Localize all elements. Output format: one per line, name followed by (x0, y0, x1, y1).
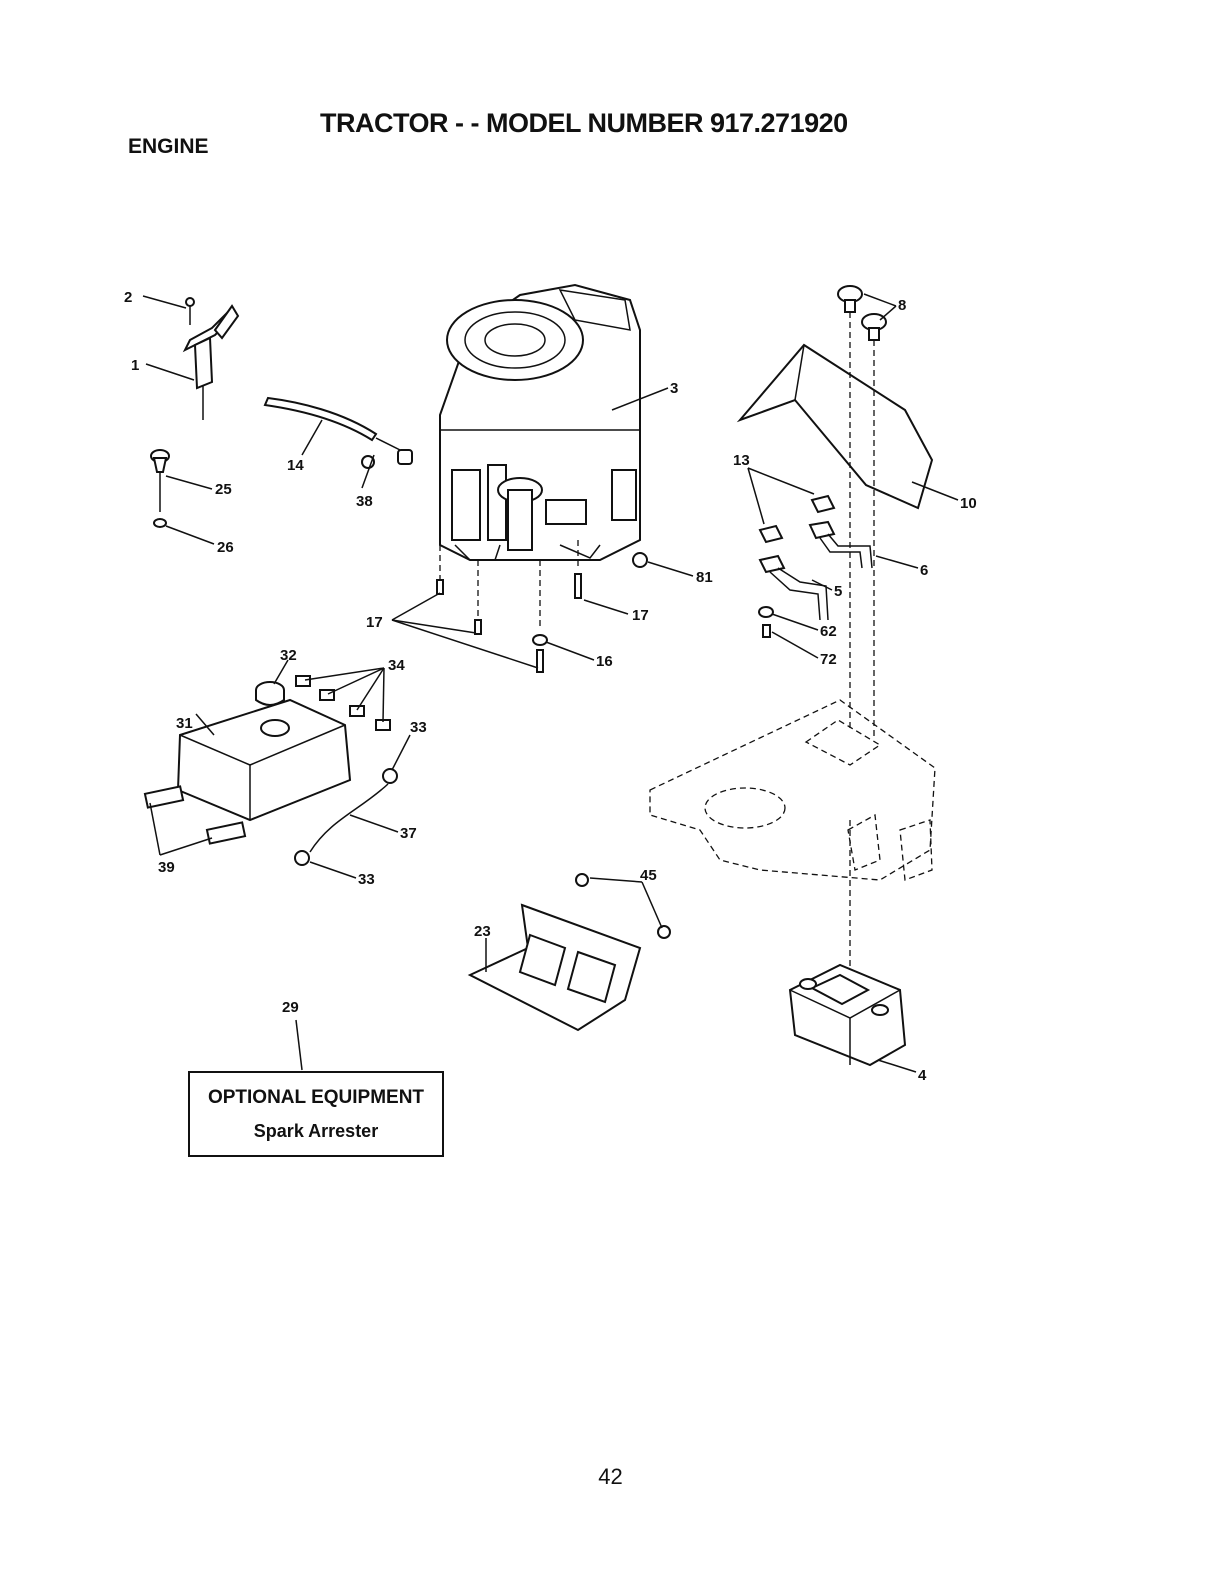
callout-37: 37 (400, 825, 417, 842)
callout-33-top: 33 (410, 719, 427, 736)
callout-5: 5 (834, 583, 842, 600)
callout-29: 29 (282, 999, 299, 1016)
callout-16: 16 (596, 653, 613, 670)
optional-equipment-box: OPTIONAL EQUIPMENT Spark Arrester (188, 1071, 444, 1157)
throttle-bracket (185, 298, 238, 420)
tractor-frame (650, 700, 935, 880)
callout-1: 1 (131, 357, 139, 374)
callout-14: 14 (287, 457, 304, 474)
callout-8: 8 (898, 297, 906, 314)
engine-bolt (151, 450, 169, 527)
callout-10: 10 (960, 495, 977, 512)
optional-equipment-item: Spark Arrester (190, 1121, 442, 1142)
air-filter-housing (145, 676, 390, 844)
callout-39: 39 (158, 859, 175, 876)
callout-33-bottom: 33 (358, 871, 375, 888)
engine-assembly (440, 285, 640, 560)
callout-23: 23 (474, 923, 491, 940)
callout-81: 81 (696, 569, 713, 586)
callout-4: 4 (918, 1067, 927, 1084)
callout-13: 13 (733, 452, 750, 469)
callout-2: 2 (124, 289, 132, 306)
callout-32: 32 (280, 647, 297, 664)
callout-17-left: 17 (366, 614, 383, 631)
callout-62: 62 (820, 623, 837, 640)
callout-38: 38 (356, 493, 373, 510)
callout-17-right: 17 (632, 607, 649, 624)
callout-3: 3 (670, 380, 678, 397)
callout-45: 45 (640, 867, 657, 884)
callout-25: 25 (215, 481, 232, 498)
callout-34: 34 (388, 657, 405, 674)
callout-72: 72 (820, 651, 837, 668)
muffler-shield (740, 286, 932, 508)
callout-26: 26 (217, 539, 234, 556)
optional-equipment-heading: OPTIONAL EQUIPMENT (190, 1087, 442, 1109)
page-number: 42 (0, 1464, 1221, 1490)
callout-6: 6 (920, 562, 928, 579)
callout-31: 31 (176, 715, 193, 732)
heat-shield (470, 874, 670, 1030)
muffler (790, 965, 905, 1065)
